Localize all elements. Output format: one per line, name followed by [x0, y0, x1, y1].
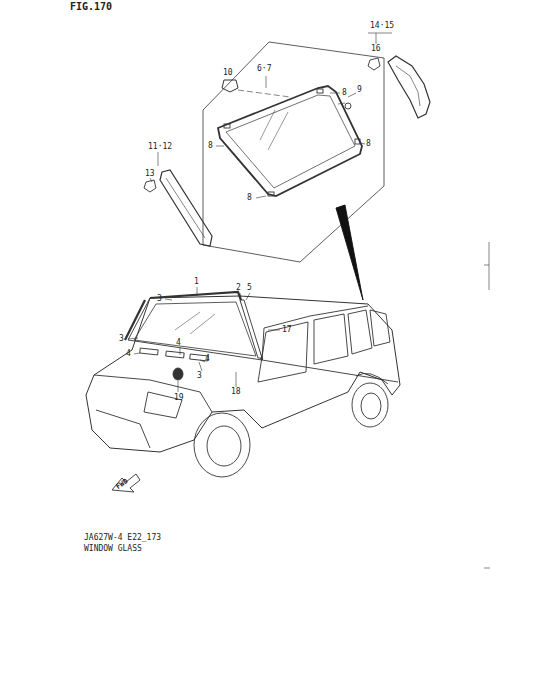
callout-number: 14·15: [370, 22, 394, 30]
callout-number: 1: [194, 278, 199, 286]
callout-number: 2: [236, 284, 241, 292]
caption-text: JA627W-4 E22_173: [84, 534, 161, 542]
callout-number: 17: [282, 326, 292, 334]
callout-number: 6·7: [257, 65, 271, 73]
callout-number: 16: [371, 45, 381, 53]
callout-number: 3: [157, 295, 162, 303]
callout-number: 3: [119, 335, 124, 343]
figure-number: FIG.170: [70, 2, 112, 12]
callout-number: 4: [176, 339, 181, 347]
callout-number: 19: [174, 394, 184, 402]
callout-number: 3: [197, 372, 202, 380]
callout-number: 8: [247, 194, 252, 202]
callout-number: 9: [357, 86, 362, 94]
callout-number: 8: [366, 140, 371, 148]
callout-number: 8: [342, 89, 347, 97]
caption-text: WINDOW GLASS: [84, 545, 142, 553]
callout-number: 5: [247, 284, 252, 292]
callout-number: 4: [205, 355, 210, 363]
callout-number: 13: [145, 170, 155, 178]
callout-number: 4: [126, 350, 131, 358]
callout-number: 10: [223, 69, 233, 77]
callout-number: 18: [231, 388, 241, 396]
callout-number: 11·12: [148, 143, 172, 151]
callout-number: 8: [208, 142, 213, 150]
